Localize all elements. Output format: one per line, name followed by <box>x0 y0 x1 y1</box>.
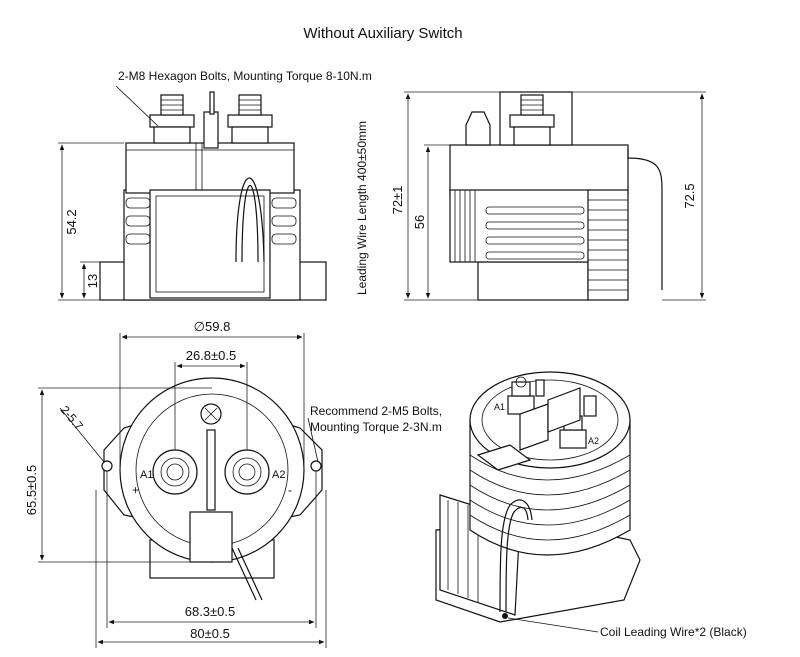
dim-depth: 65.5±0.5 <box>24 465 39 516</box>
dim-base-height: 13 <box>85 274 100 288</box>
isometric-view: A1 A2 Coil Leading Wire*2 (Black) <box>435 371 747 639</box>
dim-side-height-b: 56 <box>412 215 427 229</box>
dim-side-height-a: 72±1 <box>390 186 405 215</box>
dim-mount-hole: 2-5.7 <box>58 403 87 433</box>
terminal-a2: A2 <box>272 469 285 481</box>
drawing-title: Without Auxiliary Switch <box>303 25 462 42</box>
coil-wire-callout: Coil Leading Wire*2 (Black) <box>600 625 747 639</box>
top-view: A1 A2 + - ∅59.8 26.8±0.5 2-5.7 65.5±0.5 … <box>24 319 442 648</box>
dim-width-total: 80±0.5 <box>190 626 230 641</box>
polarity-plus: + <box>132 483 139 497</box>
dim-mount-spacing: 68.3±0.5 <box>185 604 236 619</box>
mount-bolts-line2: Mounting Torque 2-3N.m <box>310 420 442 434</box>
iso-terminal-a2: A2 <box>588 436 599 446</box>
front-view: 2-M8 Hexagon Bolts, Mounting Torque 8-10… <box>58 69 372 301</box>
side-view: 72±1 56 72.5 <box>390 91 706 301</box>
bolts-callout: 2-M8 Hexagon Bolts, Mounting Torque 8-10… <box>118 69 372 83</box>
mount-bolts-line1: Recommend 2-M5 Bolts, <box>310 404 442 418</box>
polarity-minus: - <box>288 483 292 497</box>
dim-diameter: ∅59.8 <box>194 319 231 334</box>
lead-wire-label: Leading Wire Length 400±50mm <box>355 121 369 295</box>
dim-height-total: 54.2 <box>64 209 79 234</box>
terminal-a1: A1 <box>140 469 153 481</box>
dim-side-height-c: 72.5 <box>682 183 697 208</box>
iso-terminal-a1: A1 <box>494 402 505 412</box>
dim-terminal-spacing: 26.8±0.5 <box>186 348 237 363</box>
